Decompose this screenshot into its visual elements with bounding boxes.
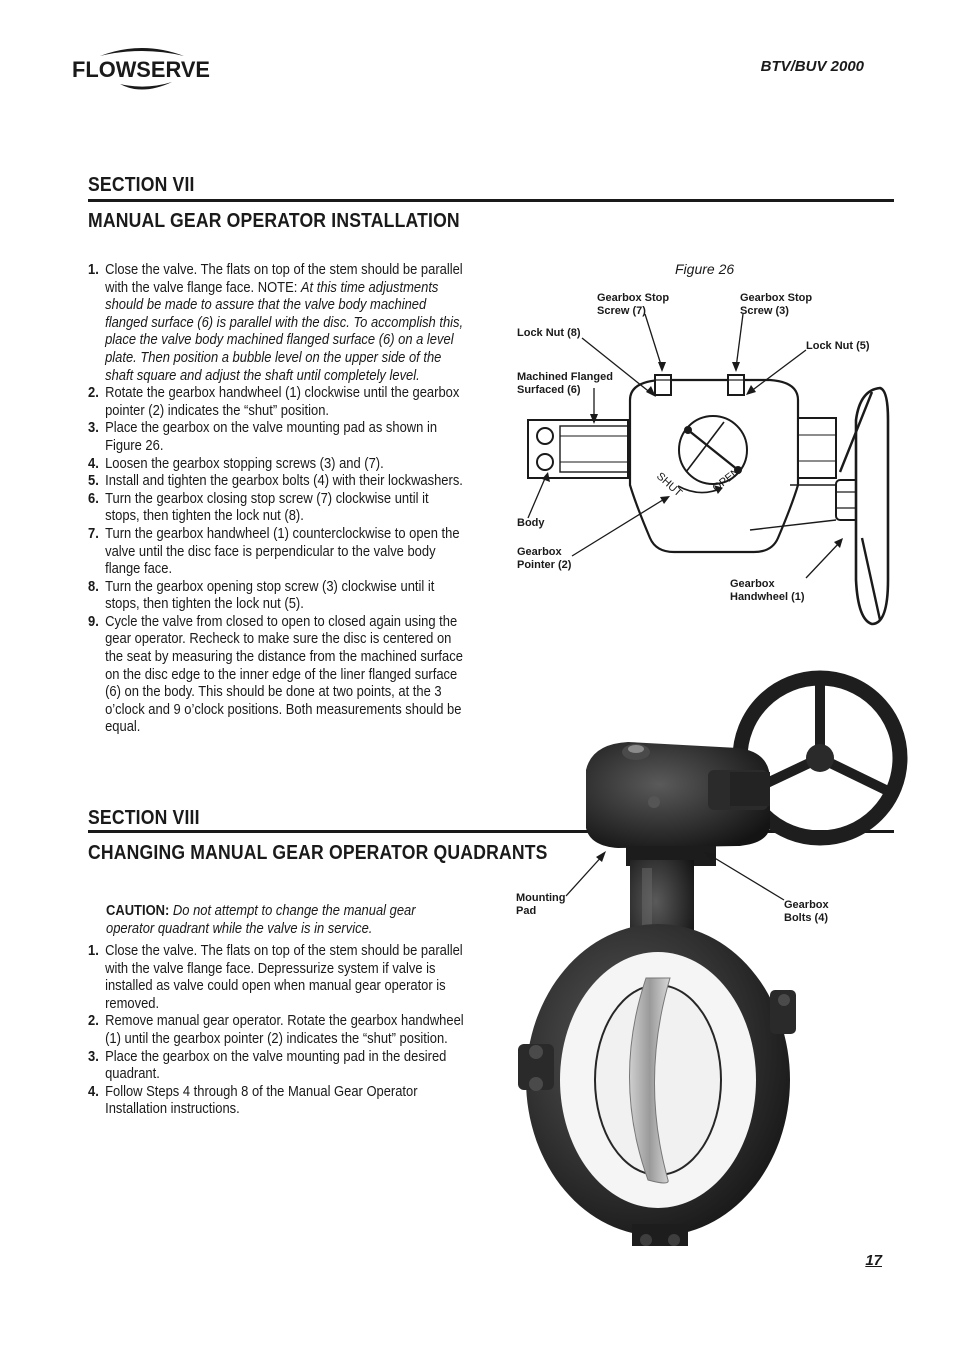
logo-wordmark: FLOWSERVE [72,57,210,82]
list-item: 5.Install and tighten the gearbox bolts … [88,473,463,490]
label-gearbox-pointer: Gearbox Pointer (2) [517,546,572,571]
list-item: 3.Place the gearbox on the valve mountin… [88,420,438,454]
label-lock-nut-8: Lock Nut (8) [517,327,581,339]
list-item: 8.Turn the gearbox opening stop screw (3… [88,578,435,613]
list-item: 4.Loosen the gearbox stopping screws (3)… [88,455,384,472]
label-body: Body [517,517,545,529]
label-mounting-pad: Mounting Pad [516,892,566,917]
section-7-rule [88,199,894,202]
section-8-title: CHANGING MANUAL GEAR OPERATOR QUADRANTS [88,842,548,864]
document-id: BTV/BUV 2000 [760,58,864,75]
list-item: 7.Turn the gearbox handwheel (1) counter… [88,525,460,578]
gearbox-diagram: SHUT OPEN [527,313,890,626]
figure-26-diagram: SHUT OPEN [500,280,910,630]
label-gearbox-stop-screw-7: Gearbox Stop Screw (7) [597,292,670,317]
label-gearbox-bolts: Gearbox Bolts (4) [784,899,829,924]
flowserve-logo: FLOWSERVE [72,44,212,98]
valve-photo [508,660,908,1250]
section-8-rule [88,830,894,833]
list-item: 3.Place the gearbox on the valve mountin… [88,1048,447,1083]
list-item: 6.Turn the gearbox closing stop screw (7… [88,490,429,525]
list-item: 1.Close the valve. The flats on top of t… [88,262,464,384]
page-number: 17 [865,1252,882,1269]
caution-label: CAUTION: [106,903,170,919]
section-8-steps: 1.Close the valve. The flats on top of t… [88,943,464,1119]
flowserve-logo-mark: FLOWSERVE [72,48,210,90]
section-7-steps: 1.Close the valve. The flats on top of t… [88,262,464,737]
butterfly-valve-illustration [518,670,908,1246]
label-gearbox-stop-screw-3: Gearbox Stop Screw (3) [740,292,813,317]
photo-leaders [565,851,785,901]
section-7-title: MANUAL GEAR OPERATOR INSTALLATION [88,210,460,232]
section-8-label: SECTION VIII [88,807,200,829]
section-7-label: SECTION VII [88,174,195,196]
label-gearbox-handwheel: Gearbox Handwheel (1) [730,578,805,603]
list-item: 2.Remove manual gear operator. Rotate th… [88,1013,464,1047]
caution-note: CAUTION: Do not attempt to change the ma… [106,903,462,938]
figure-26-caption: Figure 26 [675,261,735,277]
list-item: 9.Cycle the valve from closed to open to… [88,613,463,736]
list-item: 2.Rotate the gearbox handwheel (1) clock… [88,385,460,419]
caution-text: Do not attempt to change the manual gear… [106,903,416,937]
label-lock-nut-5: Lock Nut (5) [806,340,870,352]
list-item: 1.Close the valve. The flats on top of t… [88,943,463,1012]
label-machined-flanged-surface: Machined Flanged Surfaced (6) [517,371,613,396]
list-item: 4.Follow Steps 4 through 8 of the Manual… [88,1083,418,1118]
